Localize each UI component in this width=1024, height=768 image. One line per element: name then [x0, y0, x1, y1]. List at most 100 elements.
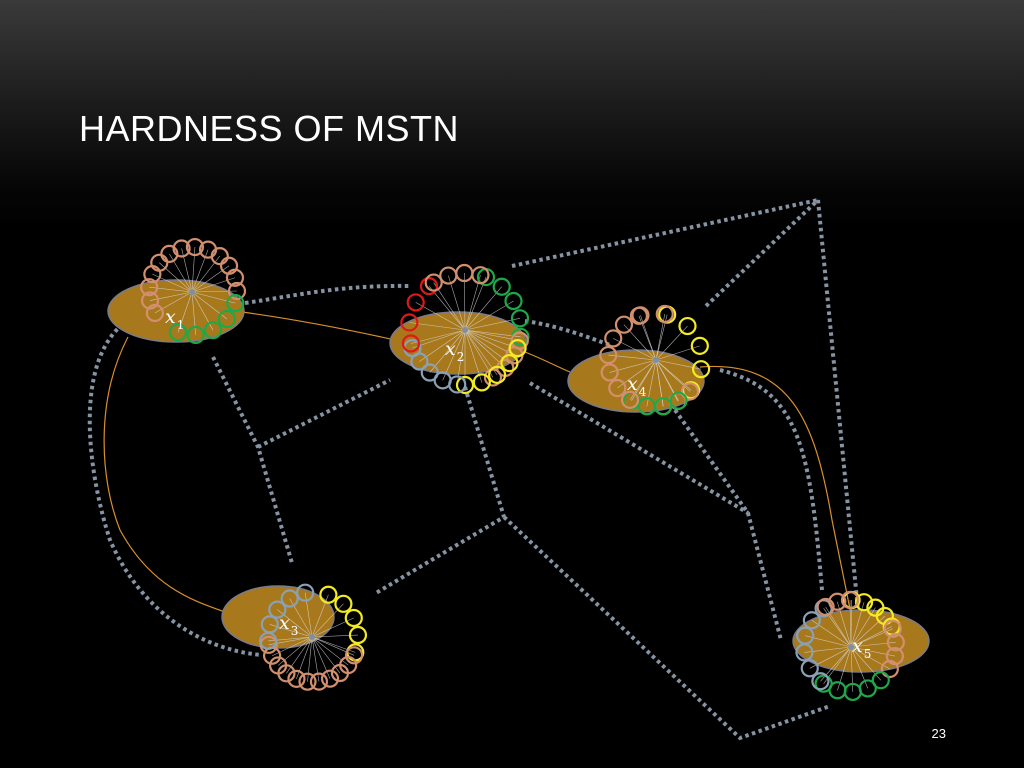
spoke-line: [415, 302, 466, 331]
ring-circle: [455, 375, 475, 395]
node-hub: [848, 644, 854, 650]
ring-circle: [599, 345, 618, 365]
ring-circle: [608, 378, 627, 398]
ring-circle: [816, 597, 835, 617]
ring-circle: [883, 619, 902, 638]
ring-circle: [691, 360, 711, 379]
spoke-line: [410, 329, 466, 344]
node-x3: x3: [221, 583, 368, 691]
curve-edge: [241, 311, 396, 341]
ring-circle: [203, 321, 223, 340]
ring-circle: [680, 382, 700, 401]
dotted-edge: [374, 386, 507, 595]
spoke-line: [409, 322, 466, 331]
dotted-edge: [211, 356, 294, 564]
ring-circle: [140, 291, 160, 310]
spoke-line: [464, 329, 521, 338]
ring-circle: [227, 281, 247, 301]
ring-circle: [614, 315, 634, 334]
node-x4: x4: [567, 304, 711, 416]
node-label-base: x: [852, 635, 863, 657]
node-hub: [189, 289, 195, 295]
ring-circle: [280, 589, 299, 608]
spoke-line: [464, 329, 510, 364]
ring-circle: [168, 323, 188, 342]
dotted-edge: [502, 515, 831, 741]
ring-circle: [186, 325, 205, 345]
dotted-edge: [673, 408, 783, 641]
node-ring: [795, 590, 905, 702]
node-label: x1: [165, 306, 184, 332]
node-label-subscript: 5: [864, 647, 872, 661]
ring-circle: [483, 368, 503, 387]
node-ring: [259, 583, 368, 691]
dotted-edges: [87, 198, 860, 741]
node-label: x2: [445, 338, 464, 364]
node-hub: [309, 634, 315, 640]
ring-circle: [226, 294, 245, 313]
ring-circle: [348, 625, 368, 645]
node-label: x3: [279, 612, 298, 638]
ring-circle: [419, 277, 439, 296]
node-label-base: x: [445, 338, 456, 360]
ring-circle: [655, 304, 674, 324]
node-label: x5: [852, 635, 871, 661]
ring-circle: [504, 291, 523, 311]
curve-edge: [103, 336, 226, 613]
ring-circle: [406, 293, 425, 312]
spoke-line: [433, 282, 466, 331]
node-label-subscript: 2: [457, 350, 465, 364]
ring-circle: [604, 329, 623, 348]
ring-circle: [401, 334, 421, 353]
spoke-line: [419, 329, 466, 362]
spoke-line: [448, 275, 466, 331]
ring-circle: [309, 672, 329, 691]
dotted-edge: [719, 368, 824, 591]
spoke-line: [442, 329, 466, 381]
ring-circle: [420, 363, 439, 382]
ring-circle: [433, 371, 452, 390]
ring-circle: [330, 663, 350, 683]
ring-circle: [296, 583, 315, 602]
dotted-edge: [816, 199, 860, 611]
spoke-line: [311, 636, 341, 674]
spoke-line: [464, 273, 466, 331]
ring-circle: [814, 674, 833, 693]
ring-circle: [160, 244, 179, 263]
ring-circle: [140, 278, 159, 297]
ring-circle: [871, 671, 890, 690]
ring-circle: [510, 309, 530, 328]
node-label-base: x: [627, 373, 638, 395]
ring-circle: [344, 608, 363, 628]
curve-edges: [103, 311, 851, 613]
ring-circle: [472, 373, 491, 392]
ring-circle: [488, 365, 507, 384]
ring-circle: [631, 306, 650, 325]
dotted-edge: [257, 378, 391, 449]
spoke-line: [464, 329, 520, 341]
node-spokes: [409, 273, 521, 385]
spoke-line: [456, 329, 466, 385]
ring-circle: [319, 585, 338, 604]
spoke-line: [464, 329, 494, 378]
spoke-line: [429, 329, 466, 373]
node-label: x4: [627, 373, 647, 399]
node-ring: [400, 263, 530, 395]
ring-circle: [145, 303, 164, 323]
ring-circle: [669, 391, 688, 410]
node-hub: [653, 357, 659, 363]
ring-circle: [492, 277, 511, 296]
ring-circle: [400, 313, 419, 332]
dotted-edge: [511, 198, 819, 268]
slide-title: HARDNESS OF MSTN: [79, 108, 460, 149]
spoke-line: [464, 275, 481, 331]
node-label-base: x: [165, 306, 176, 328]
ring-circle: [620, 390, 640, 409]
ring-circle: [886, 633, 905, 652]
ring-circle: [268, 600, 287, 619]
ring-circle: [172, 239, 191, 258]
spoke-line: [464, 329, 483, 383]
ring-circle: [802, 611, 821, 630]
ring-circle: [678, 316, 697, 336]
spoke-line: [428, 285, 466, 331]
